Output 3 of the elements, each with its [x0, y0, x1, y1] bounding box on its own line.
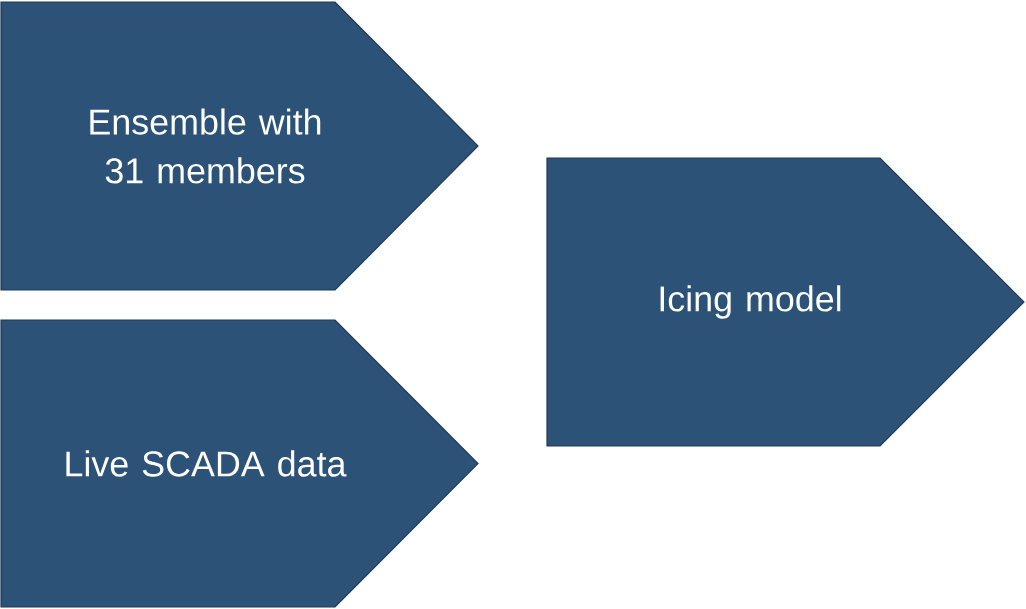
arrow-box: Ensemble with 31 members	[0, 1, 479, 291]
arrow-box: Live SCADA data	[0, 319, 479, 608]
arrow-box: Icing model	[546, 157, 1025, 447]
